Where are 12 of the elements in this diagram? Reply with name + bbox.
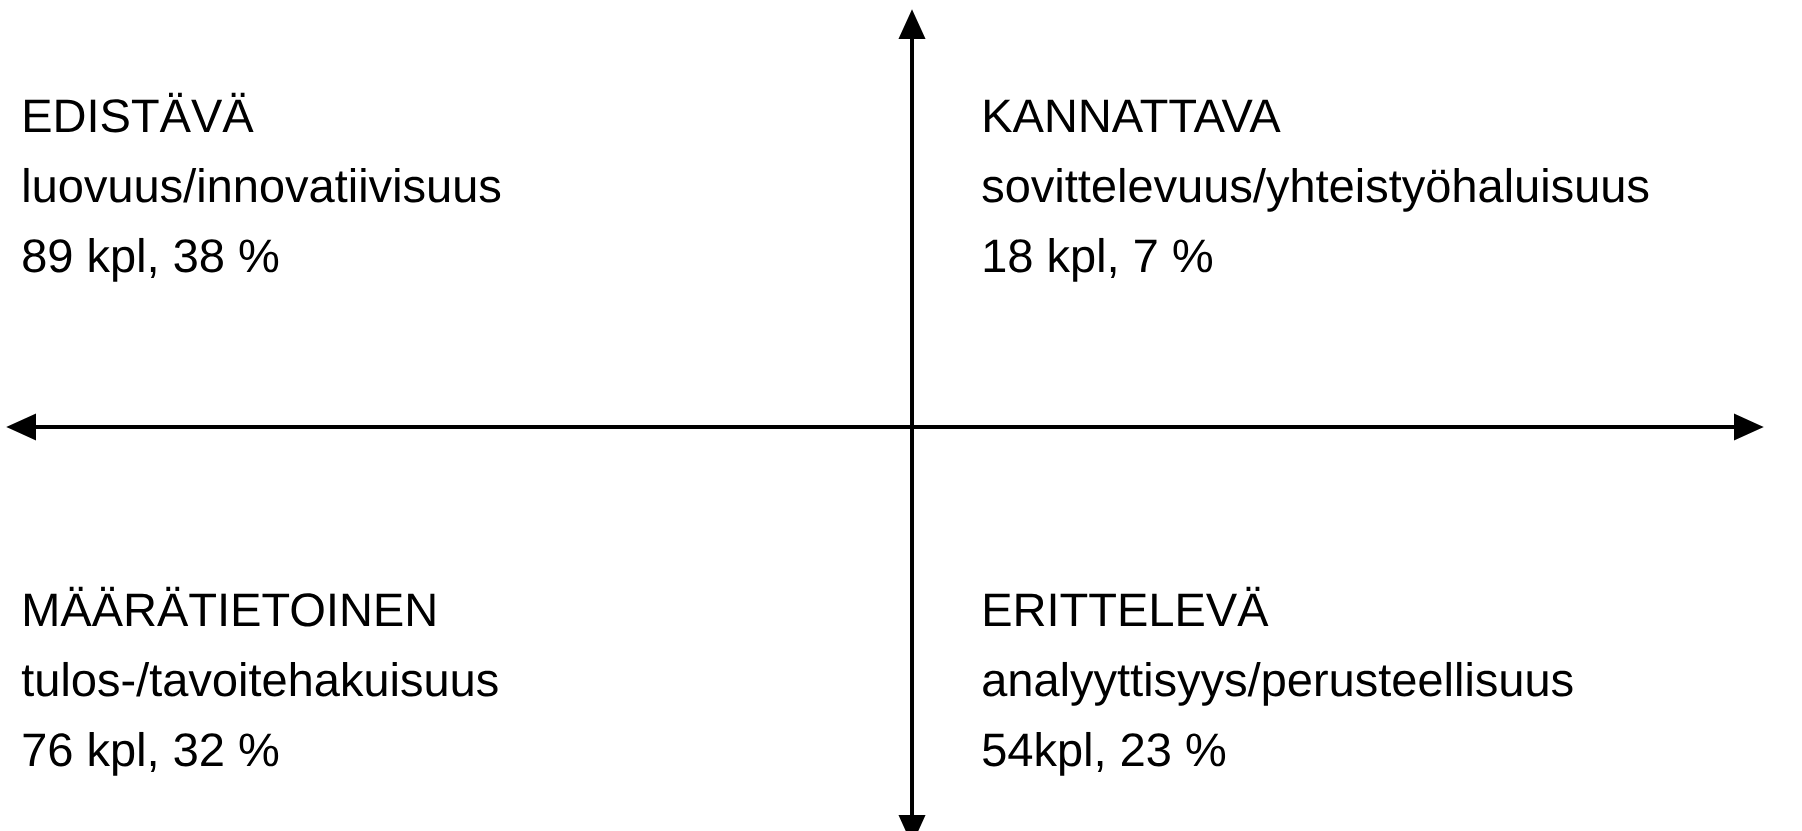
quadrant-heading: EDISTÄVÄ	[25, 92, 254, 133]
quadrant-heading: KANNATTAVA	[985, 99, 1281, 132]
quadrant-text: tulos-/tavoitehakuisuus	[21, 661, 498, 697]
quadrant-count: 76 kpl, 32 %	[23, 731, 279, 776]
quadrant-count: 18 kpl, 7 %	[984, 237, 1212, 282]
quadrant-text: luovuus/innovatiivisuus	[24, 167, 501, 203]
quadrant-heading: MÄÄRÄTIETOINEN	[25, 586, 435, 627]
quadrant-heading: ERITTELEVÄ	[985, 586, 1269, 626]
quadrant-count: 89 kpl, 38 %	[23, 237, 279, 282]
quadrant-text: analyyttisyys/perusteellisuus	[983, 661, 1573, 706]
quadrant-count: 54kpl, 23 %	[983, 731, 1226, 776]
quadrant-text: sovittelevuus/yhteistyöhaluisuus	[982, 167, 1649, 212]
